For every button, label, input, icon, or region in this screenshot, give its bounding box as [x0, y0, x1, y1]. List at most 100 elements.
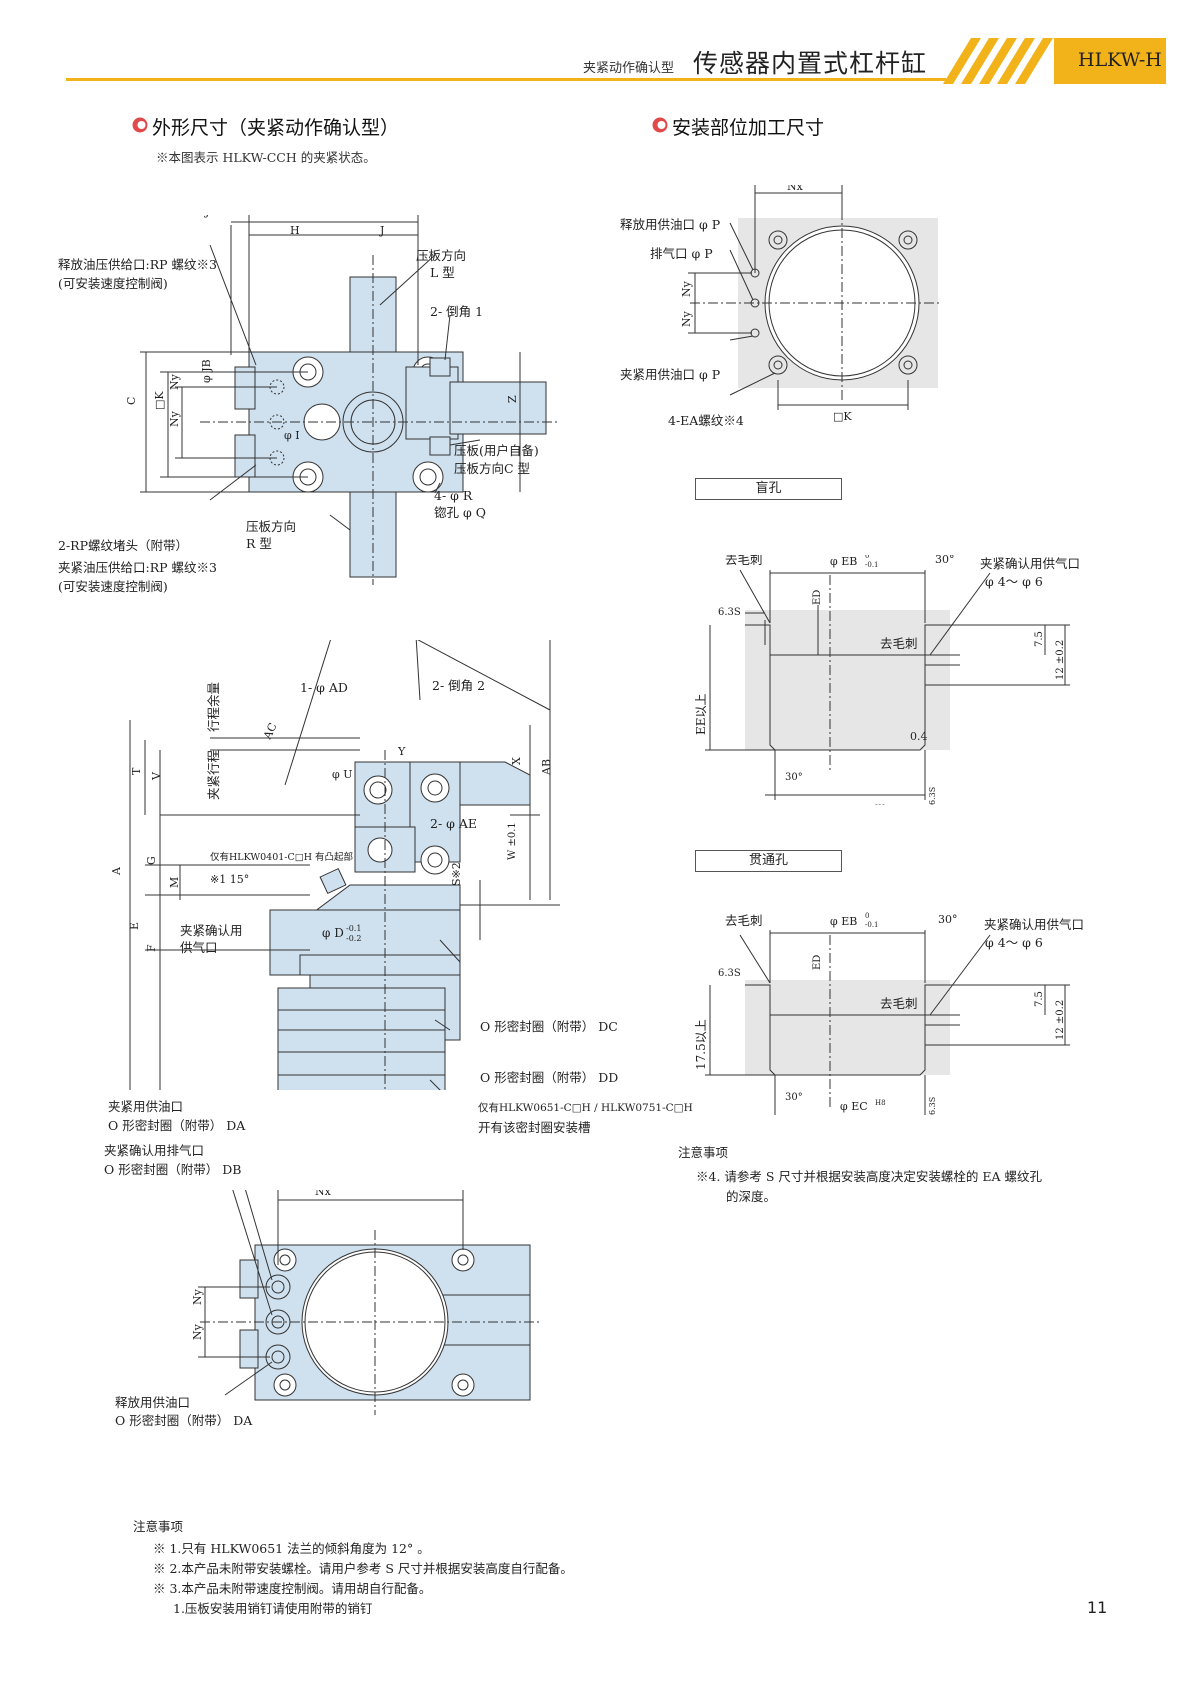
svg-text:去毛刺: 去毛刺 — [880, 636, 918, 651]
svg-text:30°: 30° — [935, 555, 955, 566]
label-groove-note-1: 仅有HLKW0651-C□H / HLKW0751-C□H — [478, 1102, 693, 1114]
left-section-title: 外形尺寸（夹紧动作确认型） — [152, 117, 400, 139]
svg-text:φ EB: φ EB — [830, 555, 857, 568]
svg-text:AC: AC — [261, 721, 280, 742]
svg-text:12 ±0.2: 12 ±0.2 — [1055, 640, 1066, 680]
svg-text:JA: JA — [204, 215, 218, 218]
label-oring-dd: O 形密封圈（附带） DD — [480, 1070, 619, 1085]
mount-view-drawing: Nx Ny Ny □K — [680, 185, 940, 423]
header-stripes — [943, 38, 1053, 84]
svg-text:行程余量: 行程余量 — [206, 682, 221, 732]
svg-text:H: H — [290, 224, 300, 237]
right-notes-title: 注意事项 — [678, 1145, 729, 1160]
svg-text:锪孔 φ Q: 锪孔 φ Q — [434, 505, 486, 520]
svg-text:压板方向C 型: 压板方向C 型 — [454, 461, 530, 476]
label-clamp-oil-port: 夹紧用供油口 — [108, 1099, 184, 1114]
top-view-drawing: JA B H J 压板方向 L 型 2- 倒角 1 C □K Ny Ny φ J… — [125, 215, 560, 585]
svg-text:φ EC: φ EC — [840, 1100, 868, 1113]
svg-text:φ U: φ U — [332, 768, 352, 781]
svg-text:F: F — [145, 944, 158, 952]
svg-text:0.4: 0.4 — [910, 730, 928, 743]
svg-text:Ny: Ny — [191, 1323, 204, 1340]
svg-text:-0.1: -0.1 — [346, 924, 361, 933]
label-release-port: 释放油压供给口:RP 螺纹※3 — [58, 257, 217, 272]
svg-text:0: 0 — [865, 555, 869, 560]
header-title: 传感器内置式杠杆缸 — [693, 49, 928, 78]
svg-text:仅有HLKW0401-C□H 有凸起部: 仅有HLKW0401-C□H 有凸起部 — [210, 851, 353, 863]
svg-text:φ 4～ φ 6: φ 4～ φ 6 — [985, 935, 1043, 950]
header-model: HLKW-H — [1078, 49, 1162, 71]
svg-text:7.5: 7.5 — [1034, 991, 1045, 1007]
bottom-note-4: 1.压板安装用销钉请使用附带的销钉 — [173, 1601, 373, 1616]
svg-text:30°: 30° — [785, 1092, 803, 1103]
svg-text:Nx: Nx — [787, 185, 804, 193]
through-hole-caption: 贯通孔 — [695, 850, 842, 872]
svg-text:φ JB: φ JB — [200, 359, 213, 383]
label-plug: 2-RP螺纹堵头（附带） — [58, 538, 188, 553]
svg-text:2- 倒角 1: 2- 倒角 1 — [430, 304, 483, 319]
label-oring-dc: O 形密封圈（附带） DC — [480, 1019, 618, 1034]
svg-text:夹紧确认用供气口: 夹紧确认用供气口 — [980, 556, 1080, 571]
svg-text:去毛刺: 去毛刺 — [725, 555, 763, 567]
label-ea-thread: 4-EA螺纹※4 — [668, 413, 744, 428]
svg-text:Ny: Ny — [680, 280, 693, 297]
svg-text:压板(用户自备): 压板(用户自备) — [454, 443, 539, 458]
svg-text:φ EB: φ EB — [830, 915, 857, 928]
svg-text:Nx: Nx — [315, 1190, 332, 1198]
svg-text:6.3S: 6.3S — [928, 1097, 937, 1115]
svg-text:压板方向: 压板方向 — [246, 519, 296, 534]
svg-text:G: G — [145, 856, 158, 865]
svg-text:去毛刺: 去毛刺 — [880, 996, 918, 1011]
svg-text:Ny: Ny — [191, 1288, 204, 1305]
svg-text:Ny: Ny — [168, 410, 181, 427]
svg-text:H8: H8 — [875, 804, 886, 805]
svg-text:7.5: 7.5 — [1034, 631, 1045, 647]
header-model-badge — [1054, 38, 1166, 84]
svg-text:X: X — [510, 757, 523, 765]
front-view-drawing: AA AG° AC 1- φ AD 2- 倒角 2 行程余量 夹紧行程 T V … — [110, 640, 560, 1090]
bottom-note-1: ※ 1.只有 HLKW0651 法兰的倾斜角度为 12° 。 — [153, 1541, 430, 1556]
bottom-note-3: ※ 3.本产品未附带速度控制阀。请用胡自行配备。 — [153, 1581, 432, 1596]
svg-text:2- φ AE: 2- φ AE — [430, 816, 477, 831]
right-note-1: ※4. 请参考 S 尺寸并根据安装高度决定安装螺栓的 EA 螺纹孔 — [696, 1169, 1043, 1184]
svg-text:ED: ED — [812, 590, 823, 605]
label-release-supply: 释放用供油口 φ P — [620, 217, 721, 232]
blind-hole-caption: 盲孔 — [695, 478, 842, 500]
bottom-notes-title: 注意事项 — [133, 1519, 184, 1534]
svg-text:0: 0 — [865, 912, 869, 920]
svg-text:夹紧确认用供气口: 夹紧确认用供气口 — [984, 917, 1084, 932]
bottom-view-drawing: Nx Ny Ny — [191, 1190, 540, 1415]
svg-text:M: M — [168, 877, 181, 888]
through-hole-drawing: φ EB 0 -0.1 30° 去毛刺 6.3S ED 夹紧确认用供气口 φ 4… — [694, 912, 1084, 1115]
svg-text:R 型: R 型 — [246, 536, 272, 551]
svg-text:17.5以上: 17.5以上 — [694, 1019, 708, 1070]
svg-text:ED: ED — [812, 955, 823, 970]
svg-text:Y: Y — [397, 745, 406, 758]
header-rule — [66, 78, 946, 81]
svg-text:E: E — [128, 922, 141, 930]
svg-text:Z: Z — [506, 395, 519, 403]
svg-text:H8: H8 — [875, 1099, 886, 1107]
svg-text:去毛刺: 去毛刺 — [725, 913, 763, 928]
svg-text:※1 15°: ※1 15° — [210, 873, 249, 886]
svg-text:AB: AB — [540, 759, 553, 776]
label-release-oil-port: 释放用供油口 — [115, 1395, 191, 1410]
svg-text:Ny: Ny — [680, 310, 693, 327]
svg-text:2- 倒角 2: 2- 倒角 2 — [432, 678, 485, 693]
label-clamp-supply: 夹紧用供油口 φ P — [620, 367, 721, 382]
label-groove-note-2: 开有该密封圈安装槽 — [478, 1120, 591, 1135]
svg-text:夹紧行程: 夹紧行程 — [206, 749, 221, 800]
svg-text:30°: 30° — [785, 772, 803, 783]
svg-text:φ I: φ I — [284, 429, 300, 442]
bottom-note-2: ※ 2.本产品未附带安装螺栓。请用户参考 S 尺寸并根据安装高度自行配备。 — [153, 1561, 573, 1576]
svg-text:W ±0.1: W ±0.1 — [507, 822, 518, 860]
svg-text:夹紧确认用: 夹紧确认用 — [180, 923, 243, 938]
svg-text:供气口: 供气口 — [180, 940, 218, 955]
svg-text:压板方向: 压板方向 — [416, 248, 466, 263]
svg-text:J: J — [379, 224, 384, 237]
label-exhaust-port: 夹紧确认用排气口 — [104, 1143, 205, 1158]
svg-text:-0.1: -0.1 — [865, 561, 879, 569]
svg-text:□K: □K — [153, 391, 166, 410]
svg-text:V: V — [150, 771, 163, 781]
svg-text:6.3S: 6.3S — [928, 787, 937, 805]
